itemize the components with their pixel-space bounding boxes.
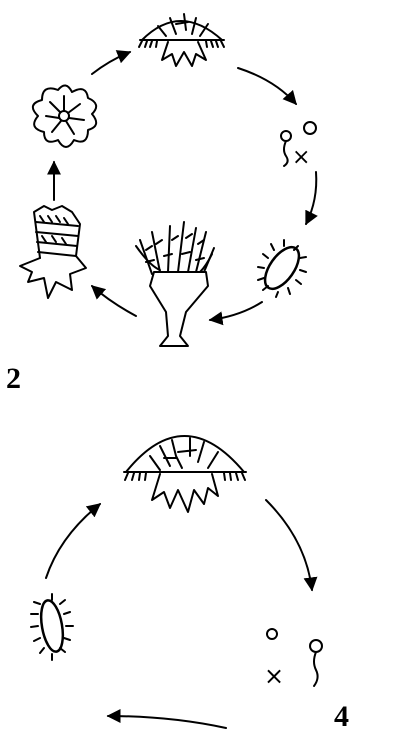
- cross-symbol: ×: [292, 145, 310, 170]
- cycle-arrow-1: [266, 500, 312, 590]
- figure-label-4: 4: [334, 702, 349, 732]
- polyp-icon: [136, 222, 214, 346]
- cross-symbol: ×: [264, 662, 284, 690]
- ephyra-icon: [33, 85, 96, 147]
- figure-label-2: 2: [6, 364, 21, 394]
- cycle-arrow-2: [306, 172, 316, 224]
- cycle-arrow-4: [92, 286, 136, 316]
- planula-icon: [258, 240, 306, 297]
- cycle-arrow-2: [108, 716, 226, 728]
- cycle-arrow-6: [92, 52, 130, 74]
- cycle-arrow-3: [46, 504, 100, 578]
- life-cycle-diagram-2: ×: [20, 14, 316, 346]
- cycle-arrow-3: [210, 302, 262, 320]
- medusa-icon: [124, 436, 246, 512]
- strobila-icon: [20, 206, 86, 298]
- life-cycle-diagram-4: ×: [31, 436, 322, 728]
- medusa-icon: [139, 14, 224, 66]
- cycle-arrow-1: [238, 68, 296, 104]
- planula-icon: [31, 594, 73, 660]
